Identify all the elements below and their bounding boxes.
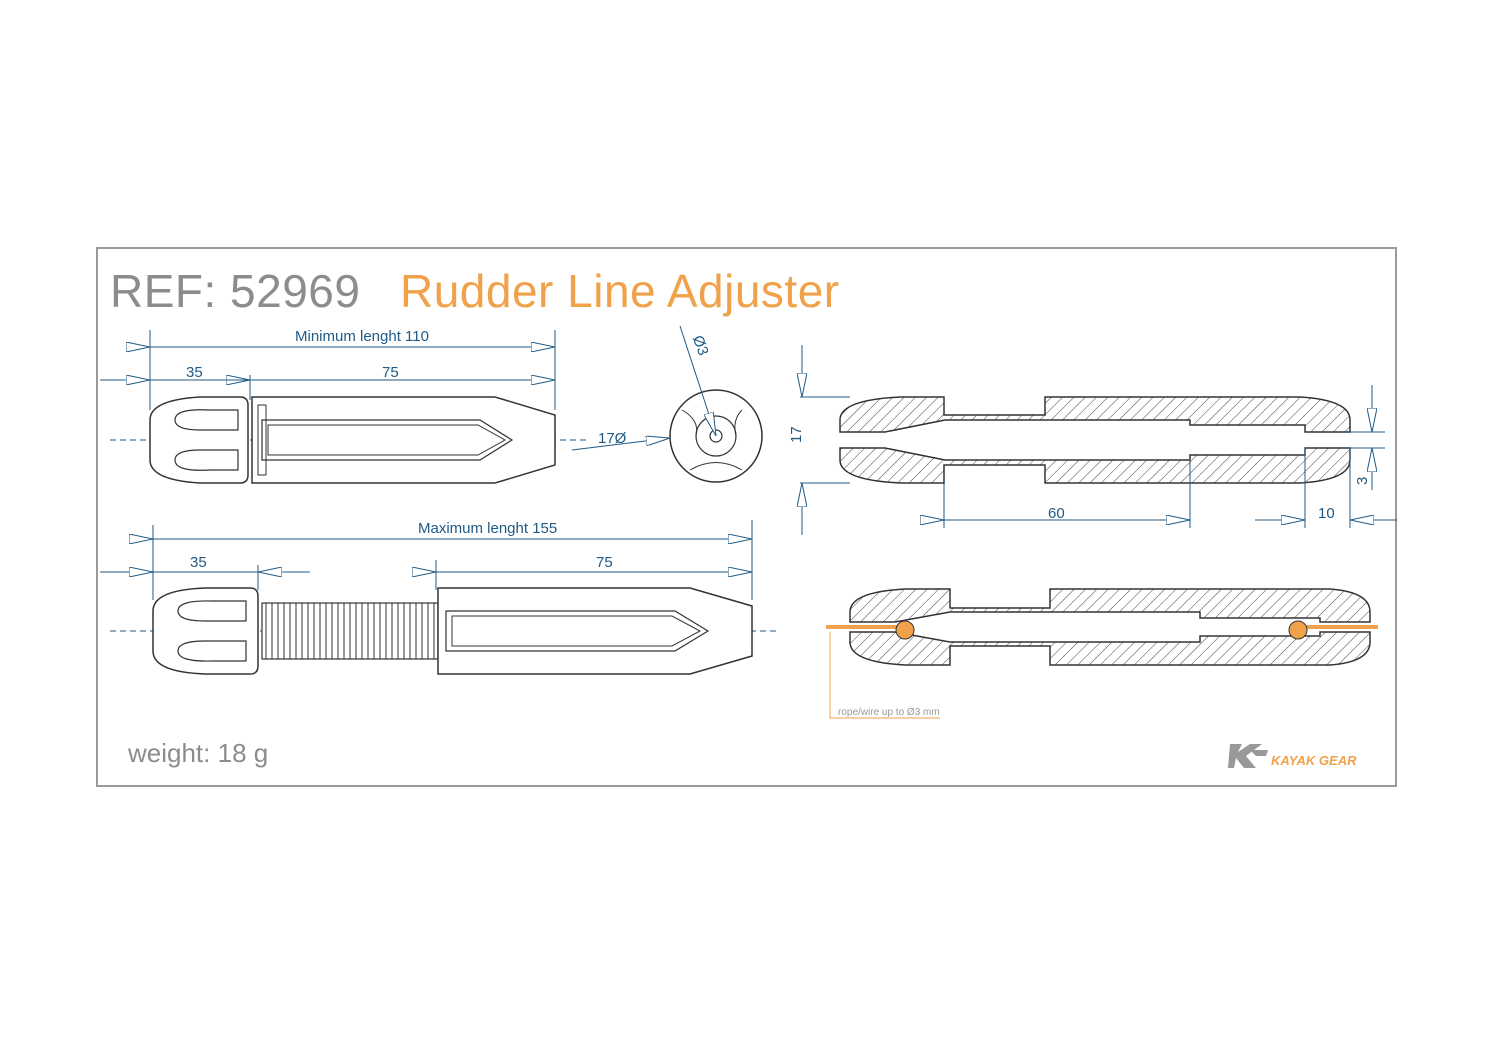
weight-label: weight: 18 g xyxy=(128,738,269,768)
kayak-gear-logo-icon xyxy=(1228,744,1268,768)
dim-75-top-label: 75 xyxy=(382,364,399,381)
rope-note-label: rope/wire up to Ø3 mm xyxy=(838,707,940,718)
diameter-3-label: Ø3 xyxy=(689,333,712,358)
dim-3-side-label: 3 xyxy=(1354,477,1371,485)
reference-number: REF: 52969 xyxy=(110,265,361,317)
dim-35-bottom-label: 35 xyxy=(190,554,207,571)
dim-35-top-label: 35 xyxy=(186,364,203,381)
max-length-view xyxy=(110,587,780,675)
product-name: Rudder Line Adjuster xyxy=(400,265,840,317)
section-view xyxy=(800,345,1397,535)
rope-section-view xyxy=(826,588,1378,719)
max-length-label: Maximum lenght 155 xyxy=(418,520,557,537)
min-length-dimensions xyxy=(100,330,556,410)
min-length-view xyxy=(110,396,590,484)
brand-name: KAYAK GEAR xyxy=(1271,753,1357,768)
end-view xyxy=(571,325,763,483)
min-length-label: Minimum lenght 110 xyxy=(295,328,429,345)
max-length-dimensions xyxy=(100,520,753,600)
dim-17-side-label: 17 xyxy=(788,426,805,443)
dim-60-label: 60 xyxy=(1048,505,1065,522)
dim-10-label: 10 xyxy=(1318,505,1335,522)
dim-75-bottom-label: 75 xyxy=(596,554,613,571)
diameter-17-label: 17Ø xyxy=(598,430,627,447)
